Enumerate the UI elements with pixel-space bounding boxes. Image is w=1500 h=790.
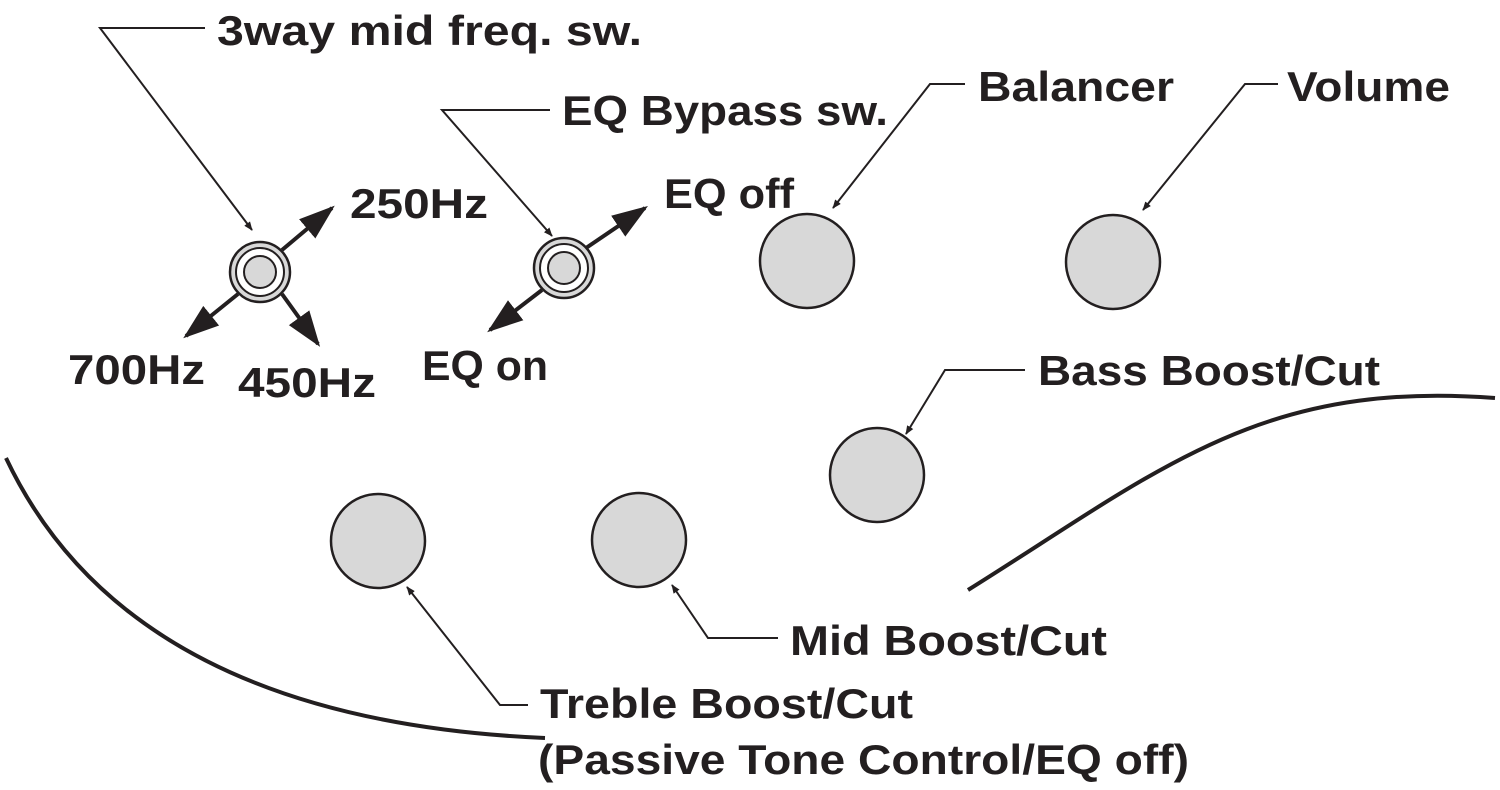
leader-mid-freq-switch (97, 27, 253, 231)
label-volume: Volume (1287, 63, 1450, 110)
eq-bypass-switch-knob-icon (547, 251, 581, 285)
leader-bass (905, 369, 1025, 435)
arrow-eq-on-icon (487, 288, 544, 333)
label-mid-freq-switch: 3way mid freq. sw. (217, 7, 642, 54)
volume-knob[interactable] (1064, 213, 1162, 311)
label-treble-line2: (Passive Tone Control/EQ off) (538, 736, 1189, 783)
mid-freq-switch-knob-icon (243, 255, 277, 289)
arrow-eq-off-icon (584, 205, 648, 250)
treble-knob[interactable] (329, 492, 427, 590)
balancer-knob[interactable] (758, 212, 856, 310)
arrow-450hz-icon (280, 292, 321, 347)
arrow-250hz-icon (280, 205, 335, 252)
label-bass: Bass Boost/Cut (1038, 347, 1380, 394)
label-450hz: 450Hz (238, 359, 376, 406)
arrow-700hz-icon (183, 292, 240, 339)
body-outline-right (966, 393, 1496, 592)
mid-freq-switch[interactable] (228, 240, 292, 304)
label-treble-line1: Treble Boost/Cut (540, 680, 913, 727)
leader-eq-bypass-switch (439, 109, 553, 237)
label-eq-bypass-switch: EQ Bypass sw. (562, 87, 888, 134)
leader-treble (406, 586, 528, 706)
mid-knob[interactable] (590, 491, 688, 589)
eq-bypass-switch[interactable] (532, 236, 596, 300)
label-balancer: Balancer (978, 63, 1174, 110)
leader-volume (1142, 83, 1278, 211)
body-outline-left (4, 457, 546, 740)
label-250hz: 250Hz (350, 180, 488, 227)
leader-mid (671, 584, 778, 639)
leader-balancer (832, 83, 965, 209)
label-mid: Mid Boost/Cut (790, 617, 1107, 664)
label-eq-on: EQ on (422, 342, 548, 389)
label-700hz: 700Hz (68, 346, 205, 393)
label-eq-off: EQ off (664, 170, 795, 217)
bass-knob[interactable] (828, 426, 926, 524)
